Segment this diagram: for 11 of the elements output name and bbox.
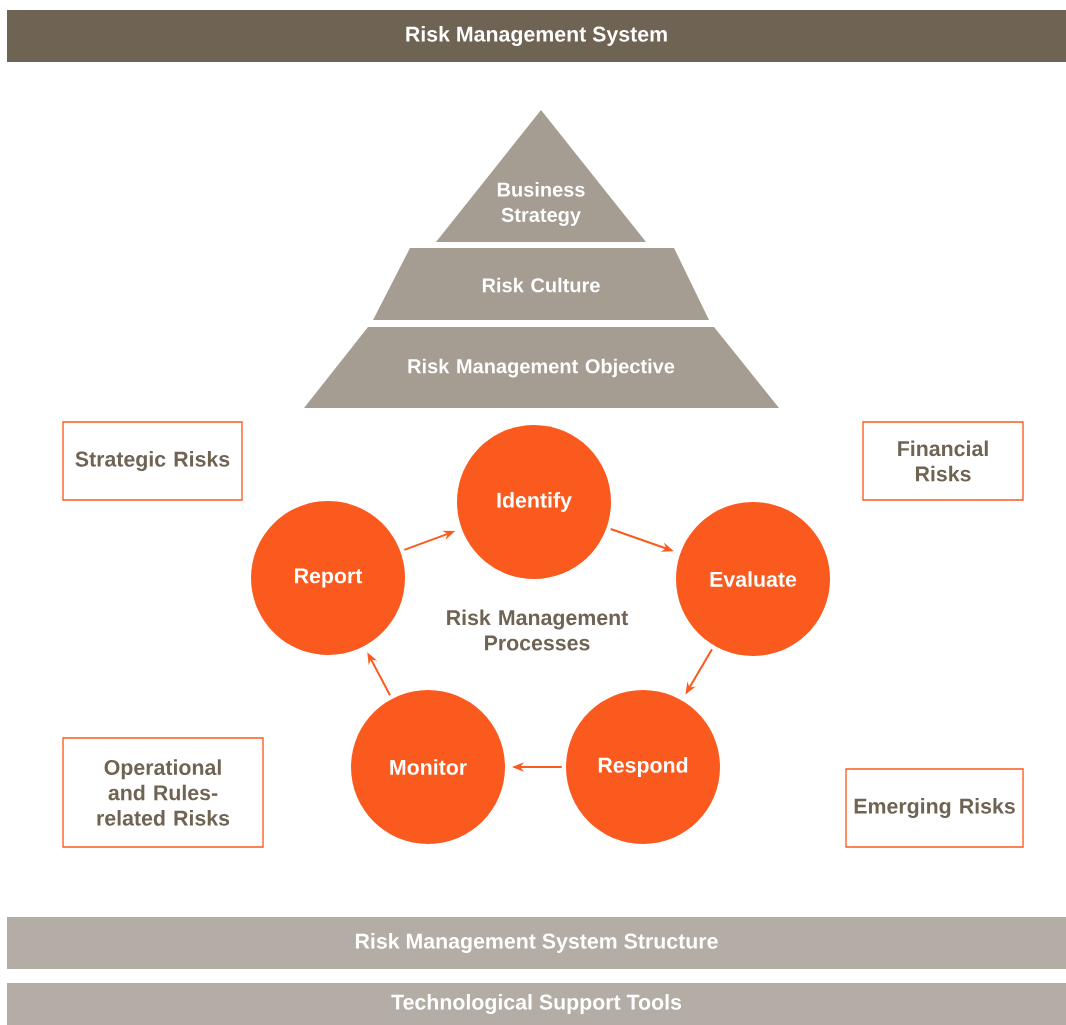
risk-category-box: Strategic Risks (62, 421, 243, 501)
footer-bar: Risk Management System Structure (7, 917, 1066, 969)
pyramid-tier: Business Strategy (436, 110, 646, 242)
pyramid-tier: Risk Management Objective (304, 327, 779, 408)
footer-bar: Technological Support Tools (7, 983, 1066, 1025)
risk-category-box: Financial Risks (862, 421, 1024, 501)
risk-category-box: Operational and Rules-related Risks (62, 737, 264, 848)
center-label: Risk Management Processes (447, 609, 628, 651)
pyramid-tier: Risk Culture (373, 248, 709, 320)
title-bar: Risk Management System (7, 10, 1066, 62)
risk-category-box: Emerging Risks (845, 768, 1024, 848)
